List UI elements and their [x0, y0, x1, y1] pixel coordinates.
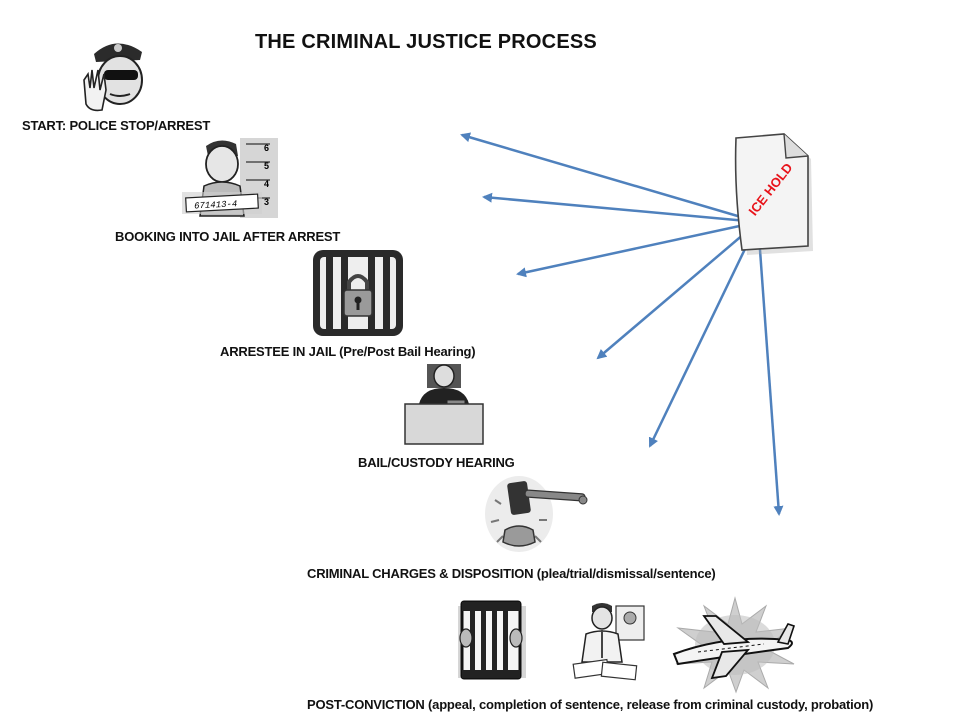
step-label-charges-disposition: CRIMINAL CHARGES & DISPOSITION (plea/tri… [307, 566, 716, 581]
gavel-icon [485, 476, 588, 552]
height-mark: 6 [264, 143, 269, 153]
height-mark: 5 [264, 161, 269, 171]
airplane-deportation-icon [672, 596, 796, 694]
booking-mugshot-icon: 6 5 4 3 671413-4 [182, 138, 278, 218]
step-label-post-conviction: POST-CONVICTION (appeal, completion of s… [307, 697, 874, 712]
height-mark: 3 [264, 197, 269, 207]
arrow-to-police-stop [460, 132, 759, 224]
police-officer-icon [83, 43, 143, 112]
ice-hold-document-icon: ICE HOLD [734, 133, 813, 255]
step-label-arrestee-in-jail: ARRESTEE IN JAIL (Pre/Post Bail Hearing) [220, 344, 476, 359]
judge-at-bench-icon [404, 364, 484, 445]
arrow-to-charges [648, 221, 760, 448]
arrow-to-jail [516, 220, 759, 278]
height-mark: 4 [264, 179, 269, 189]
prison-bars-icon [458, 600, 526, 680]
step-label-police-stop: START: POLICE STOP/ARREST [22, 118, 211, 133]
jail-cell-lock-icon [313, 250, 403, 336]
man-with-documents-icon [572, 603, 645, 681]
arrow-to-bail-hearing [596, 221, 759, 360]
diagram-title: THE CRIMINAL JUSTICE PROCESS [255, 31, 597, 53]
booking-placard-number: 671413-4 [194, 199, 238, 211]
arrow-to-post-conviction [756, 221, 784, 516]
arrow-to-booking [482, 192, 759, 224]
step-label-booking: BOOKING INTO JAIL AFTER ARREST [115, 229, 341, 244]
step-label-bail-hearing: BAIL/CUSTODY HEARING [358, 455, 515, 470]
